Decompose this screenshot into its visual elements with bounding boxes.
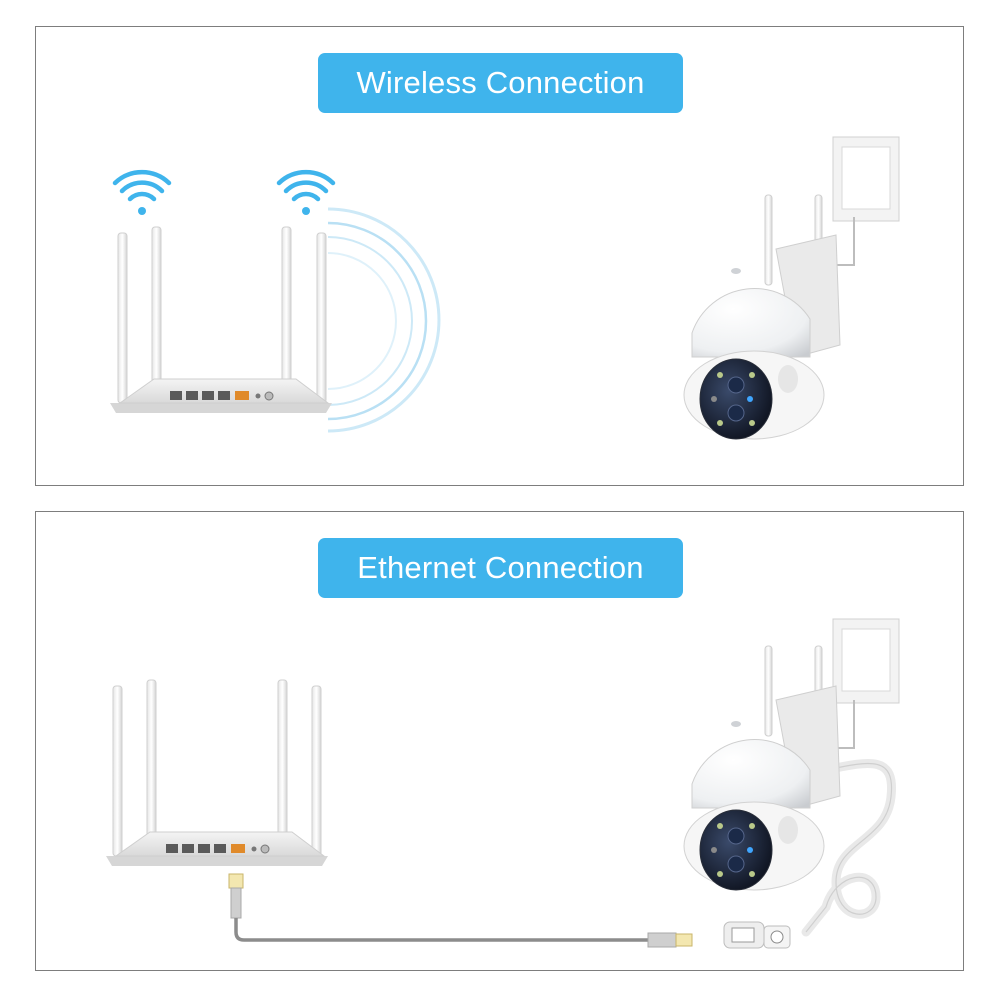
camera-cable xyxy=(723,758,897,949)
router xyxy=(106,679,328,866)
ip-camera xyxy=(683,645,841,891)
ethernet-panel: Ethernet Connection xyxy=(35,511,964,971)
power-outlet xyxy=(832,618,900,774)
wireless-title: Wireless Connection xyxy=(318,53,683,113)
ethernet-title: Ethernet Connection xyxy=(318,538,683,598)
wireless-scene xyxy=(110,136,900,440)
ip-camera xyxy=(683,194,841,440)
power-outlet xyxy=(832,136,900,295)
wifi-icon xyxy=(112,169,172,215)
wireless-panel: Wireless Connection xyxy=(35,26,964,486)
router xyxy=(110,226,332,413)
ethernet-cable xyxy=(228,873,693,948)
signal-waves xyxy=(327,207,441,433)
ethernet-scene xyxy=(106,618,900,949)
wifi-icon xyxy=(276,169,336,215)
